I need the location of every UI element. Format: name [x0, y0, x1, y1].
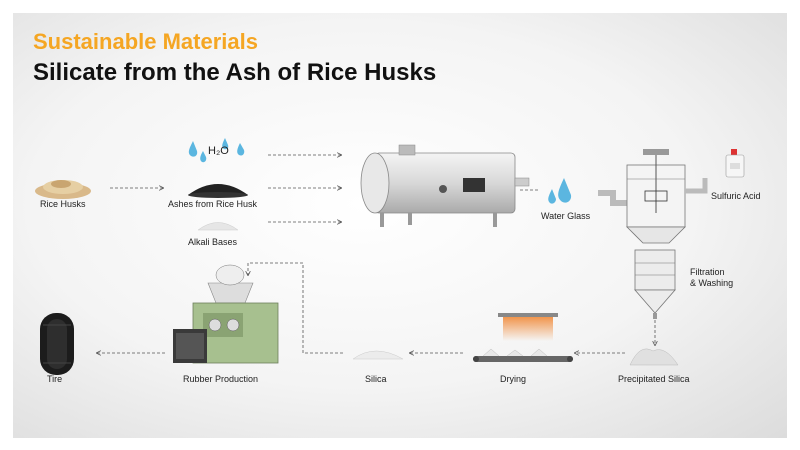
drying-label: Drying [500, 374, 527, 384]
filter-funnel-icon [634, 249, 676, 319]
dryer-conveyor-icon [473, 313, 573, 362]
diagram-title: Sustainable Materials [33, 29, 258, 54]
acid-bottle-icon [725, 149, 745, 178]
sulfuric-acid-label: Sulfuric Acid [711, 191, 761, 201]
diagram-subtitle: Silicate from the Ash of Rice Husks [33, 59, 437, 86]
rubber-production-label: Rubber Production [183, 374, 259, 384]
water-glass-label: Water Glass [541, 211, 591, 221]
ash-pile-icon [188, 184, 248, 198]
tire-label: Tire [47, 374, 63, 384]
reactor-tank-icon [360, 144, 530, 227]
washing-label: & Washing [690, 278, 734, 288]
rice-husk-pile-icon [35, 180, 91, 199]
alkali-pile-icon [197, 222, 239, 231]
arrow-silica-to-mixer [248, 262, 343, 354]
ashes-label: Ashes from Rice Husk [168, 199, 258, 209]
precipitated-silica-label: Precipitated Silica [618, 374, 690, 384]
silica-pile-icon [352, 350, 404, 360]
water-drop-icon [548, 178, 572, 204]
diagram-canvas: Sustainable Materials Silicate from the … [13, 13, 787, 438]
silica-label: Silica [365, 374, 387, 384]
rubber-mixer-icon [173, 264, 279, 364]
alkali-label: Alkali Bases [188, 237, 238, 247]
process-flow: H₂O [35, 138, 745, 375]
water-drops-icon: H₂O [188, 138, 245, 163]
filtration-label: Filtration [690, 267, 725, 277]
tire-icon [40, 313, 74, 375]
precipitate-pile-icon [629, 348, 679, 366]
h2o-label: H₂O [208, 145, 229, 157]
stirred-reactor-icon [598, 149, 708, 244]
rice-husks-label: Rice Husks [40, 199, 86, 209]
flow-arrows [97, 155, 655, 353]
